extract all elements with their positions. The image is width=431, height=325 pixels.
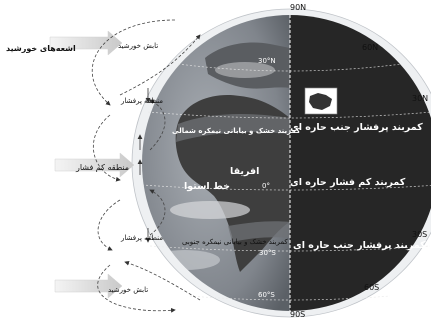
globe-latitude-0: 0°	[262, 182, 270, 190]
latitude-30s-label: 30S	[412, 230, 428, 239]
globe-latitude-60s: 60°S	[258, 291, 275, 299]
subtropical-high-belt-south-label: کمربند پرفشار جنب حاره‌ ای	[293, 240, 426, 251]
low-pressure-label: منطقه کم فشار	[76, 163, 130, 172]
latitude-30n-label: 30N	[412, 94, 429, 103]
solar-radiation-label-top: تابش خورشید	[118, 42, 159, 50]
subtropical-high-belt-north-label: کمربند پرفشار جنب حاره‌ ای	[290, 122, 423, 133]
solar-radiation-label-bottom: تابش خورشید	[108, 286, 149, 294]
solar-ray-arrows	[49, 30, 135, 299]
southern-dry-belt-label: کمربند خشک و بیابانی نیمکره جنوبی	[182, 238, 288, 246]
africa-label: افریقا	[230, 166, 260, 177]
latitude-90s-label: 90S	[290, 310, 306, 319]
northern-dry-belt-label: کمربند خشک و بیابانی نیمکره شمالی	[172, 127, 301, 135]
equatorial-low-belt-label: کمربند کم فشار حاره‌ ای	[290, 177, 406, 188]
iran-map-icon	[309, 93, 332, 110]
night-hemisphere	[290, 15, 431, 311]
solar-rays-label: اشعه‌های خورشید	[6, 44, 76, 53]
equator-line-label: خط استوا	[184, 181, 231, 192]
latitude-90n-label: 90N	[290, 3, 307, 12]
latitude-60s-label: 60S	[364, 283, 380, 292]
circulation-cells	[91, 19, 201, 313]
high-pressure-north-label: منطقه پرفشار	[121, 97, 164, 105]
high-pressure-south-label: منطقه پرفشار	[121, 234, 164, 242]
globe-latitude-30n: 30°N	[258, 57, 276, 65]
vertical-wind-arrows	[137, 88, 151, 243]
latitude-60n-label: 60N	[362, 43, 379, 52]
globe-latitude-30s: 30°S	[259, 249, 276, 257]
